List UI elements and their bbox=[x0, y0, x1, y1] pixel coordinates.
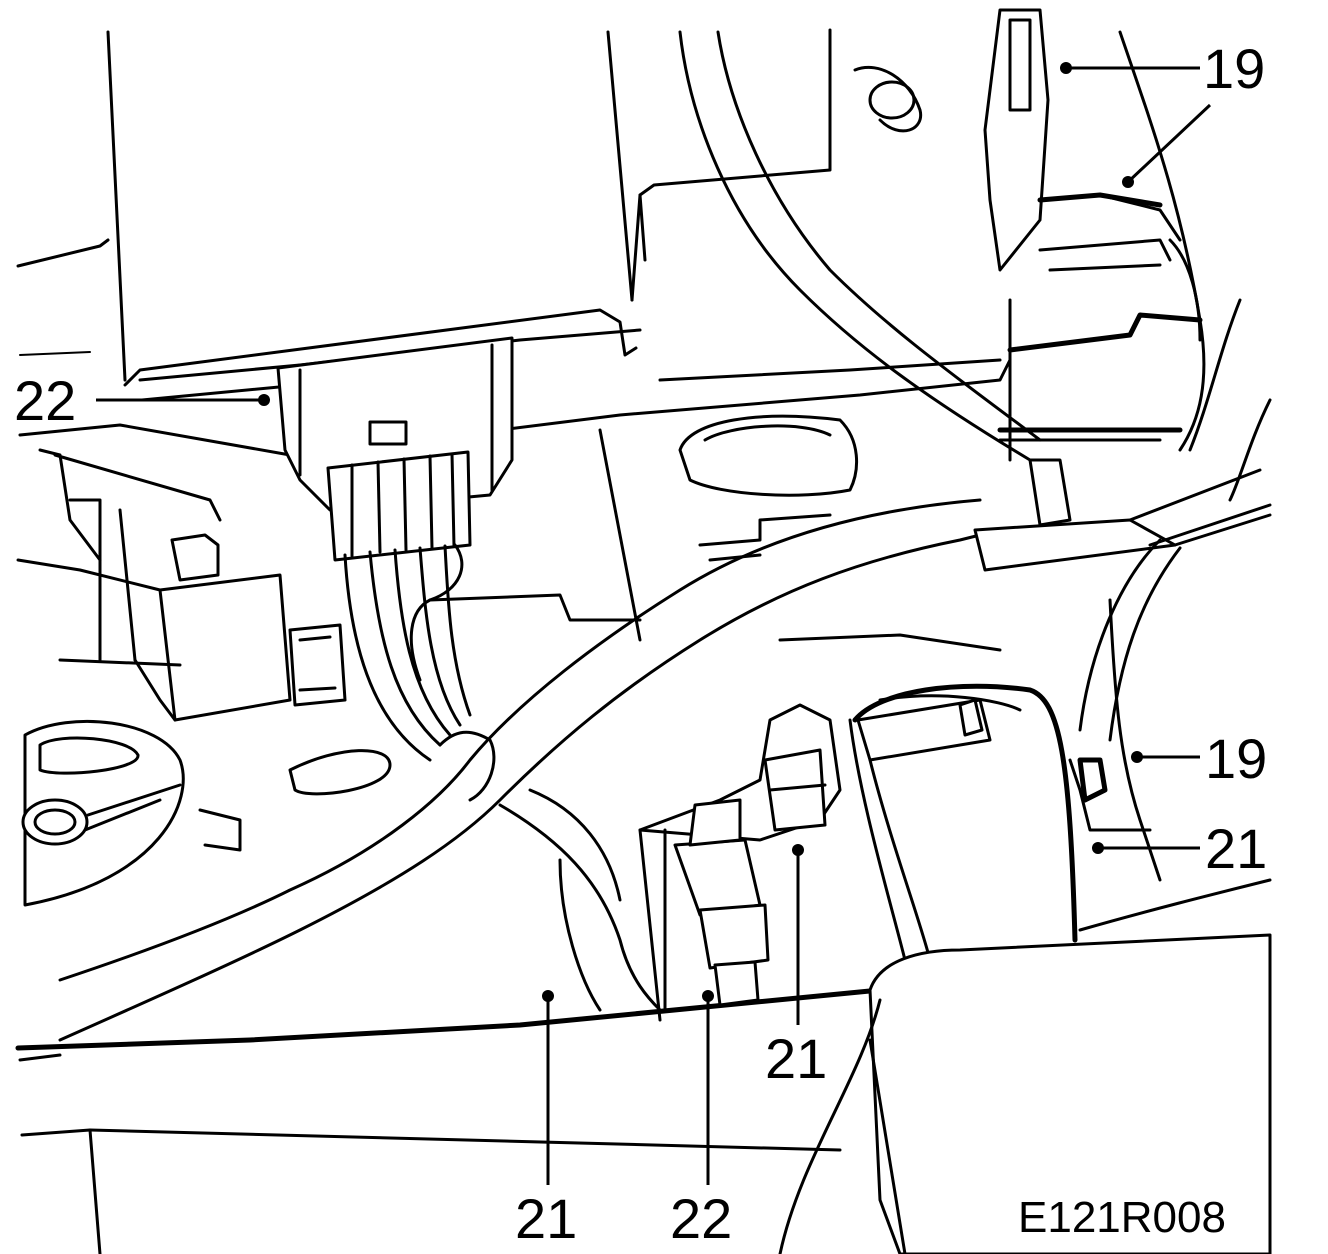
center-mount bbox=[428, 414, 1002, 652]
hose-and-clamp bbox=[848, 598, 1272, 962]
lower-right-housing bbox=[778, 933, 1272, 1254]
left-bracket-slots bbox=[21, 719, 392, 907]
bracket-plate bbox=[18, 328, 1012, 457]
figure-reference-id: E121R008 bbox=[1018, 1193, 1226, 1242]
callout-21-bottom: 21 bbox=[515, 1187, 577, 1250]
upper-right-bracket bbox=[678, 8, 1272, 502]
main-harness bbox=[58, 498, 1002, 1042]
callout-19-top: 19 bbox=[1203, 37, 1265, 100]
harness-clip bbox=[973, 427, 1272, 742]
callout-leaders bbox=[96, 62, 1212, 1185]
callout-21-right: 21 bbox=[1205, 817, 1267, 880]
multi-pin-connector bbox=[276, 336, 514, 562]
callout-22-left: 22 bbox=[14, 369, 76, 432]
lower-rail bbox=[15, 987, 883, 1254]
callout-21-center: 21 bbox=[765, 1027, 827, 1090]
connector-wires bbox=[343, 543, 472, 762]
callout-22-bottom: 22 bbox=[670, 1187, 732, 1250]
center-sensor-assembly bbox=[638, 703, 842, 1022]
callout-19-right: 19 bbox=[1205, 727, 1267, 790]
callout-labels: 19 19 21 22 21 21 22 bbox=[14, 37, 1267, 1250]
upper-housing bbox=[16, 28, 832, 387]
left-mount bbox=[16, 448, 347, 722]
